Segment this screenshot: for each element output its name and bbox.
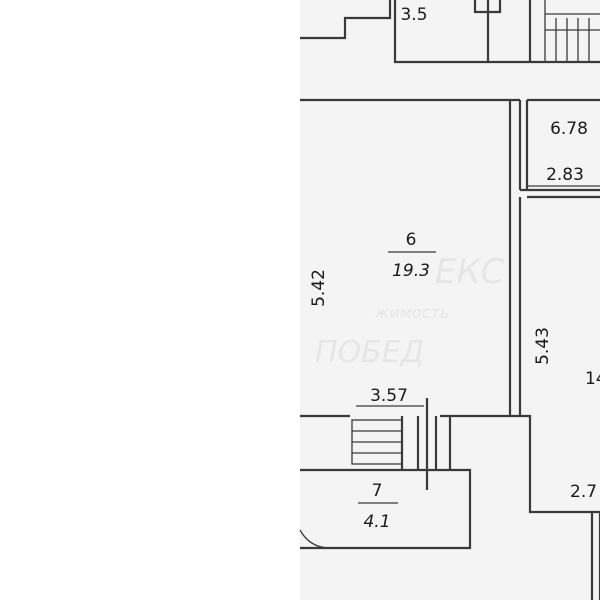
top-section (300, 0, 600, 64)
plan-background (300, 0, 600, 600)
top-stairs (544, 0, 600, 62)
room-6-number: 6 (406, 230, 417, 250)
top-room-area: 3.5 (400, 5, 427, 25)
right-section (518, 98, 600, 600)
svg-text:ЕКС: ЕКС (435, 252, 505, 292)
room-7-number: 7 (372, 481, 383, 501)
room-7-area: 4.1 (363, 512, 390, 532)
top-door (473, 0, 502, 14)
right-room-area: 14 (585, 369, 600, 389)
dim-room-6-height: 5.42 (309, 269, 329, 307)
dim-right-room-height: 5.43 (533, 327, 553, 365)
dim-room-7-width: 3.57 (370, 386, 408, 406)
top-left-wall (300, 0, 392, 40)
dim-bottom-right: 2.7 (570, 482, 597, 502)
watermark: ЕКС жимость ПОБЕД (315, 252, 505, 370)
middle-stairs (351, 398, 452, 490)
room-7-walls (300, 468, 472, 550)
svg-text:ПОБЕД: ПОБЕД (315, 335, 424, 370)
right-room-bottom-wall (520, 414, 600, 514)
dim-top-right-width: 6.78 (550, 119, 588, 139)
dim-corridor-width: 2.83 (546, 165, 584, 185)
top-room-wall (393, 0, 600, 64)
svg-text:жимость: жимость (374, 303, 449, 322)
room-6-area: 19.3 (392, 261, 430, 281)
room-7-door-arc (299, 529, 331, 549)
room-7 (299, 468, 472, 550)
room-6 (300, 98, 520, 418)
